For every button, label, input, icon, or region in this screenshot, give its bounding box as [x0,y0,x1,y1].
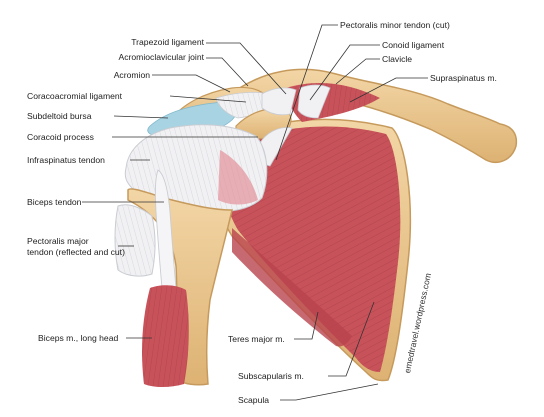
label-coracoacromial-ligament: Coracoacromial ligament [27,91,123,101]
leader-acromioclavicular [206,57,249,87]
leader-supraspinatus [349,77,428,103]
label-subscapularis: Subscapularis m. [238,371,304,381]
label-teres-major: Teres major m. [228,334,285,344]
label-pectoralis-major-line2: tendon (reflected and cut) [27,247,125,257]
conoid-ligament-shape [297,84,331,119]
leader-coracoacromial [169,95,247,103]
leader-trapezoid [206,42,287,95]
leader-clavicle [335,58,380,85]
trapezoid-ligament-shape [261,87,297,116]
teres-major-muscle [232,228,352,347]
subscapularis-fibers [220,126,401,372]
humerus-bone [127,188,233,386]
label-acromioclavicular-joint: Acromioclavicular joint [118,52,205,62]
leader-acromion [152,74,231,93]
leader-lines [82,24,428,401]
leader-conoid [309,44,380,101]
leader-teres-major [294,311,319,340]
label-subdeltoid-bursa: Subdeltoid bursa [27,111,92,121]
label-trapezoid-ligament: Trapezoid ligament [131,37,204,47]
label-conoid-ligament: Conoid ligament [382,40,445,50]
label-scapula: Scapula [238,395,270,405]
label-supraspinatus: Supraspinatus m. [430,73,497,83]
label-pectoralis-major-line1: Pectoralis major [27,236,89,246]
leader-subscapularis [328,301,375,377]
label-biceps-tendon: Biceps tendon [27,197,82,207]
label-coracoid-process: Coracoid process [27,132,94,142]
label-clavicle: Clavicle [382,54,413,64]
leader-scapula [280,383,379,401]
leader-pectoralis-minor [275,24,338,161]
label-pectoralis-minor-tendon: Pectoralis minor tendon (cut) [340,20,450,30]
label-biceps-long-head: Biceps m., long head [38,333,119,343]
label-infraspinatus-tendon: Infraspinatus tendon [27,155,105,165]
leader-subdeltoid [113,115,169,119]
label-acromion: Acromion [113,70,150,80]
